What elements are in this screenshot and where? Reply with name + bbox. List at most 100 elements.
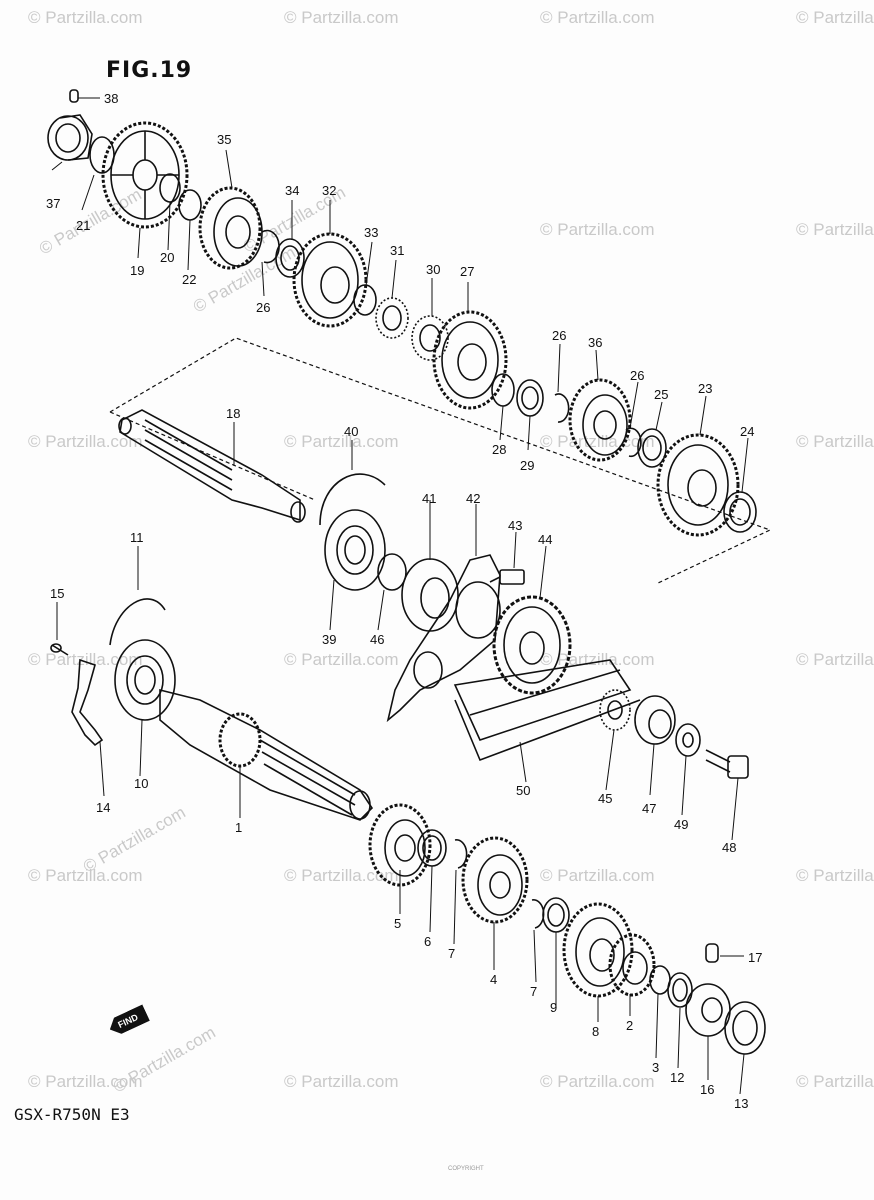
callout-10[interactable]: 10 (134, 776, 149, 791)
copyright-note: COPYRIGHT (448, 1166, 484, 1172)
callout-7[interactable]: 7 (530, 984, 538, 999)
callout-42[interactable]: 42 (466, 491, 481, 506)
bushing-28 (491, 373, 515, 407)
callout-2[interactable]: 2 (626, 1018, 634, 1033)
callout-24[interactable]: 24 (740, 424, 755, 439)
callout-22[interactable]: 22 (182, 272, 197, 287)
figure-title: FIG.19 (106, 58, 193, 83)
callout-27[interactable]: 27 (460, 264, 475, 279)
callout-14[interactable]: 14 (96, 800, 111, 815)
callout-26[interactable]: 26 (256, 300, 271, 315)
callout-11[interactable]: 11 (130, 530, 144, 545)
callout-32[interactable]: 32 (322, 183, 337, 198)
watermark: © Partzilla.com (28, 8, 143, 27)
callout-21[interactable]: 21 (76, 218, 91, 233)
callout-38[interactable]: 38 (104, 91, 119, 106)
callout-49[interactable]: 49 (674, 817, 689, 832)
leader-lines (51, 97, 749, 1095)
callout-7[interactable]: 7 (448, 946, 456, 961)
callout-20[interactable]: 20 (160, 250, 175, 265)
bearing-10 (114, 639, 176, 721)
circlip-7 (531, 899, 545, 929)
callout-8[interactable]: 8 (592, 1024, 600, 1039)
callout-47[interactable]: 47 (642, 801, 657, 816)
gear-4 (461, 836, 529, 924)
callout-48[interactable]: 48 (722, 840, 737, 855)
gear-32 (292, 232, 368, 328)
callout-17[interactable]: 17 (748, 950, 763, 965)
gear-27 (432, 310, 508, 410)
circlip-7 (454, 839, 468, 869)
watermark: © Partzilla.com (284, 1072, 399, 1091)
watermark: © Partzilla.com (540, 1072, 655, 1091)
callout-41[interactable]: 41 (422, 491, 437, 506)
circlip-11 (109, 598, 166, 646)
gear-35 (198, 186, 263, 270)
callout-15[interactable]: 15 (50, 586, 65, 601)
callout-19[interactable]: 19 (130, 263, 145, 278)
callout-25[interactable]: 25 (654, 387, 669, 402)
callout-13[interactable]: 13 (734, 1096, 749, 1111)
callout-37[interactable]: 37 (46, 196, 61, 211)
callout-12[interactable]: 12 (670, 1070, 685, 1085)
chain-50 (453, 659, 641, 762)
washer-31 (375, 297, 409, 339)
callout-31[interactable]: 31 (390, 243, 405, 258)
gear-36 (568, 378, 632, 462)
callout-28[interactable]: 28 (492, 442, 507, 457)
washer-49 (675, 723, 701, 757)
gear-2 (608, 933, 656, 997)
callout-35[interactable]: 35 (217, 132, 232, 147)
callout-46[interactable]: 46 (370, 632, 385, 647)
lock-washer-45 (599, 689, 631, 731)
callout-30[interactable]: 30 (426, 262, 441, 277)
callout-9[interactable]: 9 (550, 1000, 558, 1015)
callout-36[interactable]: 36 (588, 335, 603, 350)
callout-23[interactable]: 23 (698, 381, 713, 396)
callout-33[interactable]: 33 (364, 225, 379, 240)
watermark: © Partzilla.com (540, 866, 655, 885)
watermark: © Partzilla (796, 866, 874, 885)
bearing-37 (47, 114, 93, 161)
gear-19 (101, 121, 189, 229)
washer-9 (542, 897, 570, 933)
main-shaft-1 (159, 688, 374, 821)
callout-43[interactable]: 43 (508, 518, 523, 533)
watermark: © Partzilla.com (284, 432, 399, 451)
washer-12 (667, 972, 693, 1008)
nut-47 (634, 695, 676, 745)
watermark: © Partzilla (796, 432, 874, 451)
callout-3[interactable]: 3 (652, 1060, 660, 1075)
bearing-39 (324, 509, 386, 591)
callout-26[interactable]: 26 (630, 368, 645, 383)
callout-40[interactable]: 40 (344, 424, 359, 439)
bearing-24 (723, 491, 757, 533)
callout-34[interactable]: 34 (285, 183, 300, 198)
callout-39[interactable]: 39 (322, 632, 337, 647)
callout-44[interactable]: 44 (538, 532, 553, 547)
callout-26[interactable]: 26 (552, 328, 567, 343)
callout-29[interactable]: 29 (520, 458, 535, 473)
model-label: GSX-R750N E3 (14, 1105, 130, 1124)
watermark: © Partzilla.com (28, 432, 143, 451)
washer-29 (516, 379, 544, 417)
callout-5[interactable]: 5 (394, 916, 402, 931)
callout-6[interactable]: 6 (424, 934, 432, 949)
callout-1[interactable]: 1 (235, 820, 243, 835)
callout-45[interactable]: 45 (598, 791, 613, 806)
watermark: © Partzilla.com (28, 866, 143, 885)
watermark: © Partzilla.com (284, 650, 399, 669)
watermark: © Partzilla.com (284, 8, 399, 27)
watermark: © Partzilla (796, 8, 874, 27)
callout-50[interactable]: 50 (516, 783, 531, 798)
watermark: © Partzilla.com (28, 650, 143, 669)
retainer-14 (71, 658, 104, 747)
countershaft-18 (118, 409, 306, 523)
callout-18[interactable]: 18 (226, 406, 241, 421)
callout-16[interactable]: 16 (700, 1082, 715, 1097)
watermark: © Partzilla.com (28, 1072, 143, 1091)
callout-4[interactable]: 4 (490, 972, 498, 987)
bushing-33 (353, 284, 377, 316)
